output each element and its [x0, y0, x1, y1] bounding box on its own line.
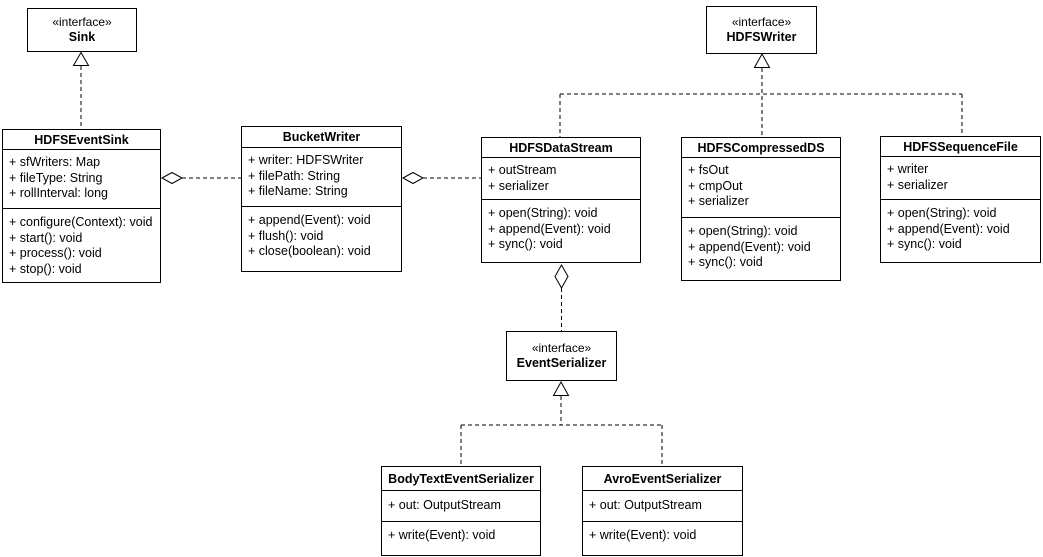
method: + flush(): void: [248, 228, 324, 243]
stereotype-label: «interface»: [731, 15, 792, 29]
methods-compartment: + open(String): void + append(Event): vo…: [682, 218, 840, 280]
class-name: HDFSDataStream: [482, 138, 640, 158]
stereotype-label: «interface»: [52, 15, 112, 29]
attribute: + out: OutputStream: [589, 498, 702, 512]
attribute: + fsOut: [688, 163, 729, 177]
attribute: + writer: [887, 162, 929, 176]
attribute: + cmpOut: [688, 178, 743, 193]
class-name: HDFSEventSink: [3, 130, 160, 150]
attribute: + fileName: String: [248, 184, 348, 198]
attributes-compartment: + sfWriters: Map + fileType: String + ro…: [3, 150, 160, 209]
attributes-compartment: + writer: HDFSWriter + filePath: String …: [242, 148, 401, 207]
interface-name: HDFSWriter: [726, 30, 797, 44]
method: + open(String): void: [887, 206, 997, 220]
attribute: + out: OutputStream: [388, 498, 501, 512]
class-name: BucketWriter: [242, 127, 401, 148]
attribute: + filePath: String: [248, 168, 341, 183]
aggregation-diamond-icon: [160, 171, 184, 185]
attribute: + serializer: [488, 178, 549, 193]
method: + write(Event): void: [388, 528, 496, 542]
realization-hdfseventsink-sink: [72, 51, 90, 129]
method: + sync(): void: [488, 237, 563, 251]
attribute: + serializer: [887, 177, 948, 192]
class-name: HDFSCompressedDS: [682, 138, 840, 158]
methods-compartment: + open(String): void + append(Event): vo…: [881, 200, 1040, 262]
interface-hdfswriter: «interface» HDFSWriter: [706, 6, 817, 54]
class-hdfscompressedds: HDFSCompressedDS + fsOut + cmpOut + seri…: [681, 137, 841, 281]
aggregation-diamond-icon: [554, 263, 569, 290]
method: + append(Event): void: [248, 213, 371, 227]
method: + append(Event): void: [688, 239, 811, 254]
realization-triangle-icon: [72, 51, 90, 66]
method: + configure(Context): void: [9, 215, 153, 229]
realization-tree-hdfswriter: [559, 52, 963, 137]
method: + sync(): void: [688, 255, 763, 269]
class-hdfssequencefile: HDFSSequenceFile + writer + serializer +…: [880, 136, 1041, 263]
class-avroeventserializer: AvroEventSerializer + out: OutputStream …: [582, 466, 743, 556]
class-hdfseventsink: HDFSEventSink + sfWriters: Map + fileTyp…: [2, 129, 161, 283]
class-bucketwriter: BucketWriter + writer: HDFSWriter + file…: [241, 126, 402, 272]
stereotype-label: «interface»: [531, 341, 592, 355]
attributes-compartment: + out: OutputStream: [583, 491, 742, 522]
attribute: + outStream: [488, 163, 557, 177]
attributes-compartment: + outStream + serializer: [482, 158, 640, 200]
realization-tree-eventserializer: [460, 380, 663, 466]
aggregation-hdfsdatastream-eventserializer: [554, 263, 569, 331]
attribute: + serializer: [688, 194, 749, 208]
class-bodytexteventserializer: BodyTextEventSerializer + out: OutputStr…: [381, 466, 541, 556]
attribute: + fileType: String: [9, 170, 103, 185]
method: + write(Event): void: [589, 528, 697, 542]
attribute: + writer: HDFSWriter: [248, 153, 364, 167]
class-hdfsdatastream: HDFSDataStream + outStream + serializer …: [481, 137, 641, 263]
methods-compartment: + open(String): void + append(Event): vo…: [482, 200, 640, 262]
method: + sync(): void: [887, 237, 962, 251]
methods-compartment: + write(Event): void: [583, 522, 742, 555]
aggregation-hdfseventsink-bucketwriter: [160, 171, 241, 185]
attribute: + rollInterval: long: [9, 186, 109, 200]
attributes-compartment: + writer + serializer: [881, 157, 1040, 200]
attribute: + sfWriters: Map: [9, 155, 101, 169]
method: + stop(): void: [9, 261, 82, 276]
methods-compartment: + write(Event): void: [382, 522, 540, 555]
realization-triangle-icon: [552, 380, 570, 396]
methods-compartment: + append(Event): void + flush(): void + …: [242, 207, 401, 271]
interface-name: Sink: [68, 30, 96, 44]
class-name: BodyTextEventSerializer: [382, 467, 540, 491]
method: + close(boolean): void: [248, 244, 371, 258]
aggregation-bucketwriter-hdfsdatastream: [401, 171, 481, 185]
class-name: HDFSSequenceFile: [881, 137, 1040, 157]
aggregation-diamond-icon: [401, 171, 425, 185]
attributes-compartment: + fsOut + cmpOut + serializer: [682, 158, 840, 218]
method: + start(): void: [9, 230, 83, 245]
method: + open(String): void: [688, 224, 798, 238]
method: + append(Event): void: [488, 221, 611, 236]
interface-name: EventSerializer: [516, 356, 607, 370]
class-name: AvroEventSerializer: [583, 467, 742, 491]
method: + append(Event): void: [887, 221, 1010, 236]
interface-sink: «interface» Sink: [27, 8, 137, 52]
realization-triangle-icon: [753, 52, 771, 68]
method: + process(): void: [9, 246, 102, 260]
method: + open(String): void: [488, 206, 598, 220]
interface-eventserializer: «interface» EventSerializer: [506, 331, 617, 381]
attributes-compartment: + out: OutputStream: [382, 491, 540, 522]
methods-compartment: + configure(Context): void + start(): vo…: [3, 209, 160, 282]
